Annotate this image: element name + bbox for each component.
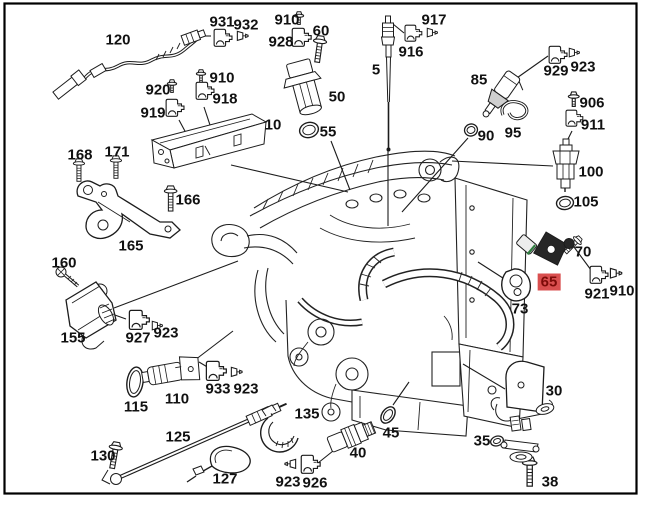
exhaust-temp-sensor-cable xyxy=(52,29,207,100)
camshaft-sensor-50 xyxy=(283,58,322,116)
part-label-910-b[interactable]: 910 xyxy=(209,69,235,87)
control-unit-10 xyxy=(150,113,268,169)
camshaft-sensor-85 xyxy=(482,70,524,118)
part-label-30[interactable]: 30 xyxy=(545,382,563,400)
bracket-30-assembly xyxy=(490,360,555,463)
retaining-clip-95 xyxy=(500,100,529,121)
part-label-90[interactable]: 90 xyxy=(477,127,495,145)
part-label-918[interactable]: 918 xyxy=(212,90,238,108)
part-label-105[interactable]: 105 xyxy=(573,193,599,211)
connector-icon-919 xyxy=(165,98,185,117)
connector-icon-927 xyxy=(128,309,150,331)
part-label-40[interactable]: 40 xyxy=(349,444,367,462)
part-label-166[interactable]: 166 xyxy=(175,191,201,209)
part-label-917[interactable]: 917 xyxy=(421,11,447,29)
part-label-920[interactable]: 920 xyxy=(145,81,171,99)
part-label-165[interactable]: 165 xyxy=(118,237,144,255)
part-label-933[interactable]: 933 xyxy=(205,380,231,398)
part-label-923-a[interactable]: 923 xyxy=(570,58,596,76)
part-label-911[interactable]: 911 xyxy=(580,116,606,134)
connector-cone-icon-910-c xyxy=(609,267,623,279)
sensor-110 xyxy=(141,356,201,386)
part-label-35[interactable]: 35 xyxy=(473,432,491,450)
leader-lines xyxy=(111,23,592,464)
part-label-916[interactable]: 916 xyxy=(398,43,424,61)
part-label-115[interactable]: 115 xyxy=(123,398,149,416)
connector-icon-926 xyxy=(300,454,321,474)
o-ring-icon-105 xyxy=(555,195,575,211)
part-label-73[interactable]: 73 xyxy=(511,300,529,318)
connector-icon-933 xyxy=(205,360,227,382)
part-label-60[interactable]: 60 xyxy=(312,22,330,40)
part-label-923-d[interactable]: 923 xyxy=(275,473,301,491)
o-ring-icon-45 xyxy=(380,406,396,424)
connector-cone-icon-917 xyxy=(426,27,438,38)
part-label-85[interactable]: 85 xyxy=(470,71,488,89)
part-label-95[interactable]: 95 xyxy=(504,124,522,142)
part-label-130[interactable]: 130 xyxy=(90,447,116,465)
part-label-926[interactable]: 926 xyxy=(302,474,328,492)
connector-cone-icon-923-d xyxy=(284,458,297,469)
seal-grommet-73 xyxy=(501,268,531,302)
part-label-5[interactable]: 5 xyxy=(371,61,381,79)
part-label-932[interactable]: 932 xyxy=(233,16,259,34)
part-label-171[interactable]: 171 xyxy=(104,143,130,161)
control-cable-125 xyxy=(101,402,287,485)
bolt-icon-910-b xyxy=(195,69,207,83)
part-label-65-selected[interactable]: 65 xyxy=(537,273,561,291)
connector-icon-931 xyxy=(213,28,233,47)
part-label-45[interactable]: 45 xyxy=(382,424,400,442)
cable-tie-127 xyxy=(186,445,251,483)
clamp-bracket-135 xyxy=(259,404,299,453)
part-label-110[interactable]: 110 xyxy=(164,390,190,408)
connector-icon-929 xyxy=(548,45,568,64)
part-label-923-c[interactable]: 923 xyxy=(233,380,259,398)
part-label-70[interactable]: 70 xyxy=(574,243,592,261)
connector-icon-928 xyxy=(291,27,312,47)
part-label-135[interactable]: 135 xyxy=(294,405,320,423)
part-label-921[interactable]: 921 xyxy=(584,285,610,303)
o-ring-icon-115 xyxy=(126,366,144,398)
part-label-100[interactable]: 100 xyxy=(578,163,604,181)
part-label-928[interactable]: 928 xyxy=(268,33,294,51)
part-label-120[interactable]: 120 xyxy=(105,31,131,49)
part-label-55[interactable]: 55 xyxy=(319,123,337,141)
part-label-155[interactable]: 155 xyxy=(60,329,86,347)
part-label-931[interactable]: 931 xyxy=(209,13,235,31)
part-label-127[interactable]: 127 xyxy=(212,470,238,488)
part-label-125[interactable]: 125 xyxy=(165,428,191,446)
part-label-160[interactable]: 160 xyxy=(51,254,77,272)
mounting-bracket-165 xyxy=(76,180,181,240)
part-label-906[interactable]: 906 xyxy=(579,94,605,112)
o-ring-icon-90 xyxy=(463,123,479,137)
part-label-50[interactable]: 50 xyxy=(328,88,346,106)
pressure-sensor-155 xyxy=(65,281,117,350)
part-label-10[interactable]: 10 xyxy=(264,116,282,134)
glow-plug xyxy=(380,15,396,152)
sensor-40 xyxy=(326,421,377,453)
oil-pressure-sensor-100 xyxy=(552,138,580,192)
part-label-910-c[interactable]: 910 xyxy=(609,282,635,300)
seal-ring-icon-35 xyxy=(489,435,505,447)
part-label-168[interactable]: 168 xyxy=(67,146,93,164)
connector-cone-icon-923-a xyxy=(568,47,580,58)
part-label-919[interactable]: 919 xyxy=(140,104,166,122)
part-label-929[interactable]: 929 xyxy=(543,62,569,80)
screw-icon-160 xyxy=(55,266,80,288)
part-label-923-b[interactable]: 923 xyxy=(153,324,179,342)
connector-cone-icon-923-c xyxy=(230,366,243,377)
o-ring-icon-55 xyxy=(298,121,320,139)
engine-illustration xyxy=(211,150,528,437)
part-label-927[interactable]: 927 xyxy=(125,329,151,347)
connector-icon-921 xyxy=(589,265,609,284)
bolt-icon-906 xyxy=(567,91,580,107)
crankshaft-sensor-65 xyxy=(516,231,575,266)
connector-icon-916 xyxy=(404,24,423,42)
diagram-border xyxy=(3,2,638,495)
part-label-910-a[interactable]: 910 xyxy=(274,11,300,29)
part-label-38[interactable]: 38 xyxy=(541,473,559,491)
